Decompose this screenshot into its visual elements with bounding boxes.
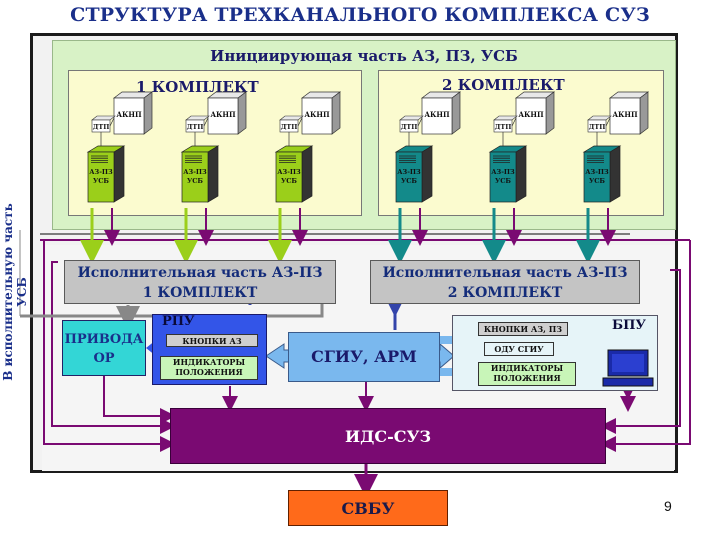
dtp-label: ДТП <box>589 123 606 131</box>
cabinet-label-1: АЗ-ПЗ <box>397 168 421 176</box>
aknp-box <box>207 97 239 135</box>
page-number: 9 <box>664 498 672 514</box>
aknp-box <box>301 97 333 135</box>
exec2-line2: 2 КОМПЛЕКТ <box>447 285 563 301</box>
cabinet-label-1: АЗ-ПЗ <box>491 168 515 176</box>
bpu-position-indicators: ИНДИКАТОРЫ ПОЛОЖЕНИЯ <box>478 362 576 386</box>
privody-line1: ПРИВОДА <box>64 332 144 347</box>
exec-part-set2: Исполнительная часть АЗ-ПЗ 2 КОМПЛЕКТ <box>370 260 640 304</box>
cabinet-label-2: УСБ <box>187 177 203 185</box>
bpu-ind-line2: ПОЛОЖЕНИЯ <box>493 373 561 383</box>
privody-line2: ОР <box>93 351 115 366</box>
initiating-title: Инициирующая часть АЗ, ПЗ, УСБ <box>210 47 518 65</box>
bpu-odu-sgiu: ОДУ СГИУ <box>484 342 554 356</box>
exec2-line1: Исполнительная часть АЗ-ПЗ <box>382 265 628 281</box>
rpu-az-buttons: КНОПКИ АЗ <box>166 334 258 347</box>
cabinet-label-1: АЗ-ПЗ <box>89 168 113 176</box>
aknp-box <box>515 97 547 135</box>
bpu-az-pz-buttons: КНОПКИ АЗ, ПЗ <box>478 322 568 336</box>
ids-suz-box: ИДС-СУЗ <box>170 408 606 464</box>
aknp-label: АКНП <box>304 110 330 119</box>
cabinet-label-1: АЗ-ПЗ <box>585 168 609 176</box>
dtp-label: ДТП <box>93 123 110 131</box>
rpu-ind-line1: ИНДИКАТОРЫ <box>172 357 246 367</box>
cabinet-label-2: УСБ <box>281 177 297 185</box>
set1-label: 1 КОМПЛЕКТ <box>136 78 259 96</box>
svbu-box: СВБУ <box>288 490 448 526</box>
bpu-ind-line1: ИНДИКАТОРЫ <box>490 363 564 373</box>
aknp-label: АКНП <box>612 110 638 119</box>
exec1-line1: Исполнительная часть АЗ-ПЗ <box>77 265 323 281</box>
set2-label: 2 КОМПЛЕКТ <box>442 76 565 94</box>
cabinet-label-1: АЗ-ПЗ <box>277 168 301 176</box>
control-rod-drives: ПРИВОДА ОР <box>62 320 146 376</box>
cabinet-label-2: УСБ <box>495 177 511 185</box>
rpu-position-indicators: ИНДИКАТОРЫ ПОЛОЖЕНИЯ <box>160 356 258 380</box>
aknp-label: АКНП <box>518 110 544 119</box>
aknp-label: АКНП <box>424 110 450 119</box>
aknp-label: АКНП <box>210 110 236 119</box>
bpu-label: БПУ <box>612 318 646 333</box>
side-label: В исполнительную часть УСБ <box>1 203 29 381</box>
cabinet-label-2: УСБ <box>93 177 109 185</box>
dtp-label: ДТП <box>401 123 418 131</box>
cabinet-label-1: АЗ-ПЗ <box>183 168 207 176</box>
dtp-label: ДТП <box>495 123 512 131</box>
aknp-box <box>113 97 145 135</box>
rpu-ind-line2: ПОЛОЖЕНИЯ <box>175 367 243 377</box>
dtp-label: ДТП <box>281 123 298 131</box>
dtp-label: ДТП <box>187 123 204 131</box>
exec1-line2: 1 КОМПЛЕКТ <box>142 285 258 301</box>
cabinet-label-2: УСБ <box>401 177 417 185</box>
sgiu-arm-box: СГИУ, АРМ <box>288 332 440 382</box>
cabinet-label-2: УСБ <box>589 177 605 185</box>
computer-monitor-icon <box>602 349 654 387</box>
rpu-label: РПУ <box>162 314 195 329</box>
page-title: СТРУКТУРА ТРЕХКАНАЛЬНОГО КОМПЛЕКСА СУЗ <box>70 4 650 26</box>
exec-part-set1: Исполнительная часть АЗ-ПЗ 1 КОМПЛЕКТ <box>64 260 336 304</box>
aknp-box <box>609 97 641 135</box>
aknp-label: АКНП <box>116 110 142 119</box>
